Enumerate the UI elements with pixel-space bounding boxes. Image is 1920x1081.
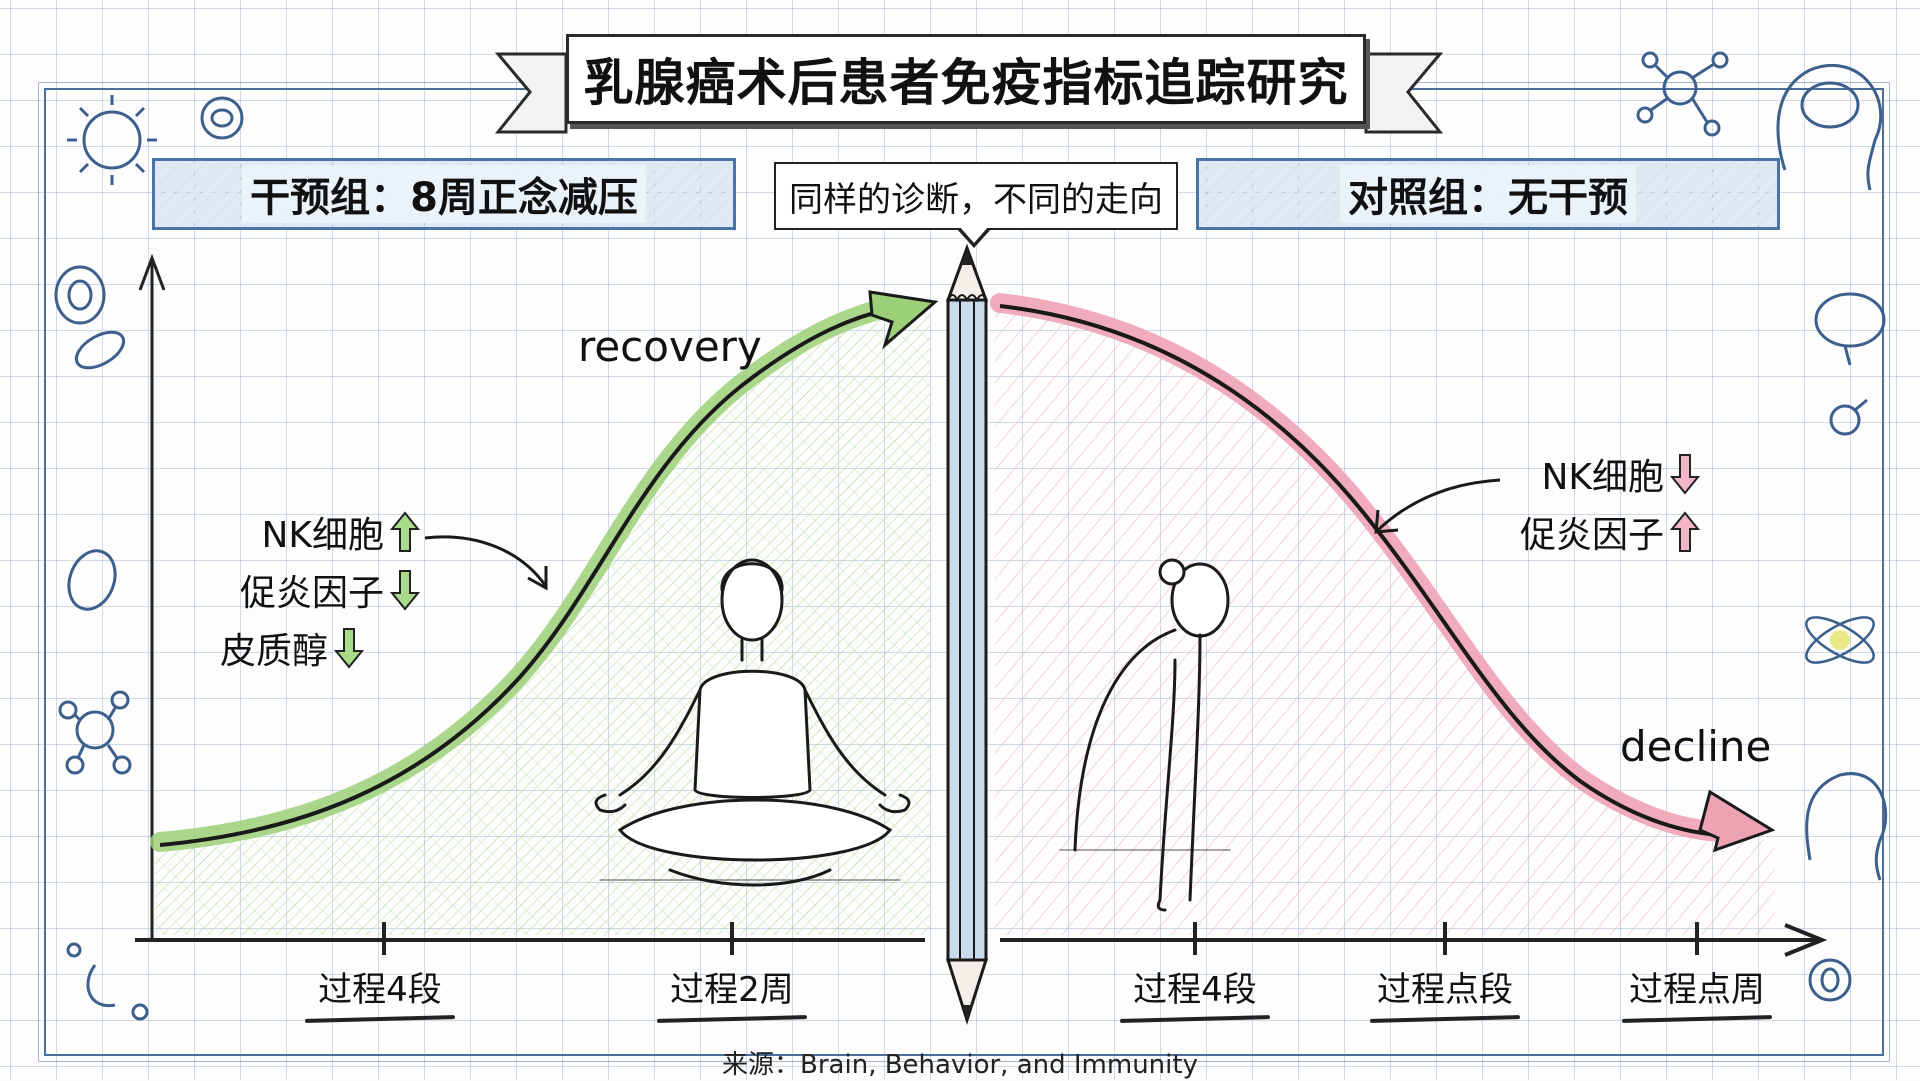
callout-pointer	[956, 226, 992, 248]
arrow-down-pink-icon	[1670, 454, 1700, 495]
recovery-label: recovery	[578, 322, 762, 371]
arrow-up-pink-icon	[1670, 511, 1700, 552]
x-tick-right-2: 过程点段	[1345, 962, 1545, 1023]
brain-icon-right	[1814, 292, 1886, 436]
microbe-icon-bottom-right	[1808, 958, 1852, 1002]
marker-nk-cells-down: NK细胞	[1500, 450, 1700, 498]
arrow-up-green-icon	[390, 511, 420, 552]
marker-cortisol-down: 皮质醇	[220, 624, 420, 672]
cell-icon-left	[54, 265, 126, 611]
marker-label: 促炎因子	[1519, 515, 1664, 556]
brain-head-icon-top-right	[1776, 63, 1883, 191]
decline-curve	[990, 293, 1776, 853]
x-tick-right-1: 过程4段	[1095, 962, 1295, 1023]
decline-label: decline	[1620, 722, 1772, 771]
control-group-title: 对照组：无干预	[1340, 165, 1636, 223]
page-title: 乳腺癌术后患者免疫指标追踪研究	[583, 54, 1349, 112]
marker-inflammatory-factors-down: 促炎因子	[220, 566, 420, 614]
molecule-icon-left	[58, 690, 132, 775]
x-axis	[135, 922, 1828, 957]
x-tick-left-1: 过程4段	[280, 962, 480, 1023]
atom-icon-right	[1805, 616, 1875, 664]
decline-area	[995, 302, 1775, 935]
marker-label: NK细胞	[1541, 457, 1664, 498]
molecule-icon-top-right	[1636, 51, 1729, 137]
callout-box: 同样的诊断，不同的走向	[774, 162, 1178, 230]
control-group-label: 对照组：无干预	[1196, 158, 1780, 230]
intervention-markers: NK细胞 促炎因子 皮质醇	[220, 508, 420, 672]
source-citation: 来源：Brain, Behavior, and Immunity	[722, 1050, 1198, 1080]
callout-text: 同样的诊断，不同的走向	[789, 179, 1163, 220]
control-markers: NK细胞 促炎因子	[1500, 450, 1700, 556]
x-tick-left-2: 过程2周	[632, 962, 832, 1023]
left-pointer-arrow	[424, 535, 547, 586]
right-pointer-arrow	[1376, 478, 1501, 532]
y-axis	[138, 253, 166, 940]
virus-icon	[67, 95, 157, 185]
marker-nk-cells-up: NK细胞	[220, 508, 420, 556]
recovery-curve	[150, 290, 939, 852]
pencil-divider	[945, 243, 989, 1025]
marker-inflammatory-factors-up: 促炎因子	[1500, 508, 1700, 556]
arrow-down-green-icon	[334, 628, 365, 669]
brain-head-icon-bottom-right	[1805, 772, 1888, 881]
arrow-down-green-icon	[390, 570, 420, 611]
intervention-group-label: 干预组：8周正念减压	[152, 158, 736, 230]
x-tick-right-3: 过程点周	[1597, 962, 1797, 1023]
meditating-woman-illustration	[594, 558, 911, 887]
slumped-woman-illustration	[1059, 558, 1231, 912]
bacteria-icon	[200, 96, 244, 140]
marker-label: 促炎因子	[239, 573, 384, 614]
marker-label: NK细胞	[261, 515, 384, 556]
intervention-group-title: 干预组：8周正念减压	[242, 165, 646, 223]
title-banner: 乳腺癌术后患者免疫指标追踪研究	[566, 34, 1366, 124]
microbe-icon-bottom-left	[66, 942, 149, 1021]
marker-label: 皮质醇	[220, 631, 329, 672]
